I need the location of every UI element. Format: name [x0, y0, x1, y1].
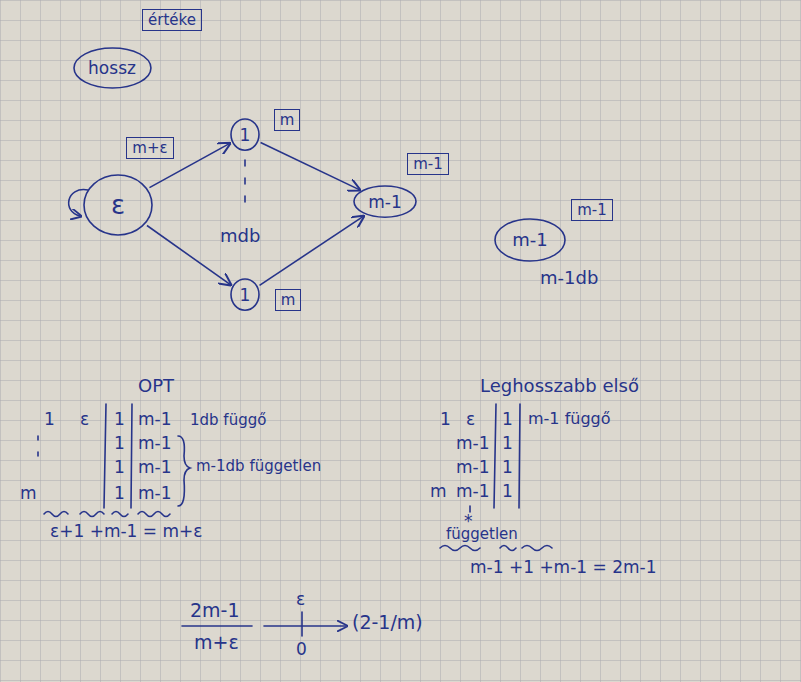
circle-outline	[354, 186, 416, 217]
note-text: m-1	[456, 458, 490, 477]
boxed-value: m	[274, 109, 301, 132]
note-text: (2-1/m)	[352, 612, 423, 633]
note-text: m-1 +1 +m-1 = 2m-1	[470, 558, 657, 577]
graph-arrow	[260, 216, 364, 285]
table-line	[131, 404, 132, 508]
boxed-value: m	[275, 289, 302, 312]
boxed-value: m-1	[407, 153, 449, 176]
boxed-value: m-1	[571, 199, 613, 222]
fraction-bar	[182, 625, 252, 627]
ellipsis-dots	[244, 160, 246, 202]
note-text: 1	[44, 410, 55, 429]
note-text: m-1db független	[196, 458, 321, 475]
circle-node: m-1	[353, 185, 417, 218]
node-text: m-1	[512, 230, 547, 250]
node-text: 1	[240, 286, 251, 305]
underline-squiggle	[440, 546, 552, 551]
circle-outline	[74, 48, 151, 88]
note-text: m-1db	[540, 268, 598, 288]
circle-outline	[231, 119, 259, 150]
note-text: m-1	[456, 482, 490, 501]
note-text: ε	[466, 410, 475, 429]
graph-arrow	[147, 226, 231, 285]
circle-node: 1	[230, 278, 260, 311]
underline-squiggle	[44, 512, 170, 517]
note-text: m-1	[138, 458, 172, 477]
note-text: m	[430, 482, 447, 501]
note-text: m	[20, 484, 37, 503]
circle-outline	[84, 175, 152, 235]
note-text: 1	[440, 410, 451, 429]
note-text: 1db függő	[190, 412, 266, 429]
note-text: mdb	[220, 226, 260, 246]
node-text: értéke	[148, 12, 196, 29]
note-text: ε+1 +m-1 = m+ε	[50, 522, 202, 541]
node-text: m-1	[368, 193, 402, 212]
table-line	[104, 404, 106, 508]
note-text: m-1	[456, 434, 490, 453]
circle-outline	[231, 279, 259, 310]
note-text: m+ε	[194, 632, 239, 653]
circle-node: ε	[83, 174, 153, 236]
note-text: Leghosszabb első	[480, 376, 639, 396]
note-text: m-1	[138, 484, 172, 503]
table-line	[494, 404, 496, 508]
note-text: 2m-1	[190, 600, 240, 621]
circle-node: 1	[230, 118, 260, 151]
node-text: m+ε	[132, 140, 167, 157]
note-text: ε	[80, 410, 89, 429]
node-text: m	[280, 112, 295, 129]
note-text: m-1 függő	[528, 410, 611, 428]
note-text: 1	[114, 434, 125, 453]
brace	[178, 436, 190, 506]
node-text: m-1	[577, 202, 607, 219]
circle-node: hossz	[73, 47, 152, 89]
node-text: ε	[111, 191, 125, 220]
note-text: 0	[296, 640, 307, 659]
note-text: m-1	[138, 410, 172, 429]
circle-node: m-1	[494, 218, 566, 262]
limit-tick	[301, 612, 303, 636]
note-text: 1	[114, 484, 125, 503]
note-text: 1	[502, 434, 513, 453]
note-text: független	[446, 526, 518, 543]
node-text: hossz	[88, 59, 136, 78]
note-text: 1	[502, 410, 513, 429]
node-text: 1	[240, 126, 251, 145]
circle-outline	[495, 219, 565, 261]
note-text: 1	[502, 482, 513, 501]
boxed-value: értéke	[142, 9, 202, 32]
node-text: m-1	[413, 156, 443, 173]
ellipsis-dots	[37, 436, 39, 456]
note-text: m-1	[138, 434, 172, 453]
boxed-value: m+ε	[126, 137, 173, 160]
note-text: ε	[296, 590, 305, 609]
limit-arrow	[264, 625, 346, 627]
note-text: OPT	[138, 376, 174, 396]
table-line	[519, 404, 520, 508]
graph-arrow	[261, 142, 360, 189]
note-text: 1	[502, 458, 513, 477]
note-text: 1	[114, 410, 125, 429]
note-text: 1	[114, 458, 125, 477]
node-text: m	[281, 292, 296, 309]
